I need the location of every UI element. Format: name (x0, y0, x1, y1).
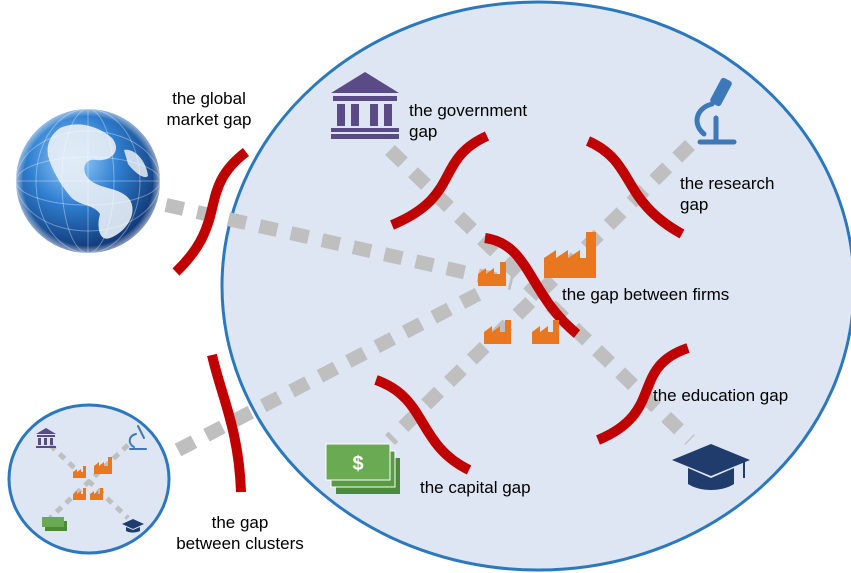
gap-curve-between-clusters (207, 353, 246, 493)
label-government-gap-line1: the government (409, 101, 528, 120)
small-dashed-links (48, 443, 130, 520)
link-globe-to-firms (164, 198, 514, 290)
label-global-market-gap: the global market gap (158, 88, 260, 130)
money-symbol: $ (352, 453, 363, 475)
label-gap-between-clusters-line1: the gap (211, 513, 269, 532)
label-government-gap: the government gap (409, 100, 527, 142)
gap-curve-research (585, 136, 685, 239)
label-research-gap-line2: gap (680, 195, 709, 214)
factory-icon-small-3 (532, 320, 559, 344)
label-government-gap-line2: gap (409, 122, 438, 141)
label-research-gap: the research gap (680, 173, 775, 215)
small-factory-icons (73, 457, 112, 500)
small-government-building-icon (36, 428, 56, 448)
factory-icon-large (544, 232, 596, 278)
money-stack-icon: $ (325, 443, 400, 494)
government-building-icon (331, 72, 399, 139)
label-capital-gap: the capital gap (420, 478, 531, 497)
gap-curve-firms (484, 233, 581, 338)
label-gap-between-firms: the gap between firms (562, 285, 730, 304)
label-research-gap-line1: the research (680, 174, 775, 193)
gap-curve-capital (374, 375, 472, 475)
globe-icon (15, 108, 161, 254)
small-graduation-cap-icon (122, 519, 144, 533)
label-education-gap: the education gap (653, 386, 789, 405)
microscope-icon (694, 77, 737, 145)
small-cluster-circle (7, 403, 171, 555)
link-clusters-to-firms (174, 283, 490, 457)
small-microscope-icon (128, 425, 147, 450)
factory-icon-small-2 (484, 320, 511, 344)
factory-icon-small-1 (478, 262, 506, 286)
small-money-stack-icon (42, 517, 67, 531)
label-gap-between-clusters-line2: between clusters (176, 534, 304, 553)
graduation-cap-icon (672, 444, 750, 490)
label-gap-between-clusters: the gap between clusters (160, 512, 320, 554)
gap-curves (172, 131, 690, 493)
label-global-market-gap-line1: the global (172, 89, 246, 108)
label-global-market-gap-line2: market gap (166, 110, 252, 129)
gap-curve-global-market (172, 148, 250, 276)
gap-curve-government (390, 131, 490, 230)
gap-curve-education (596, 343, 690, 445)
